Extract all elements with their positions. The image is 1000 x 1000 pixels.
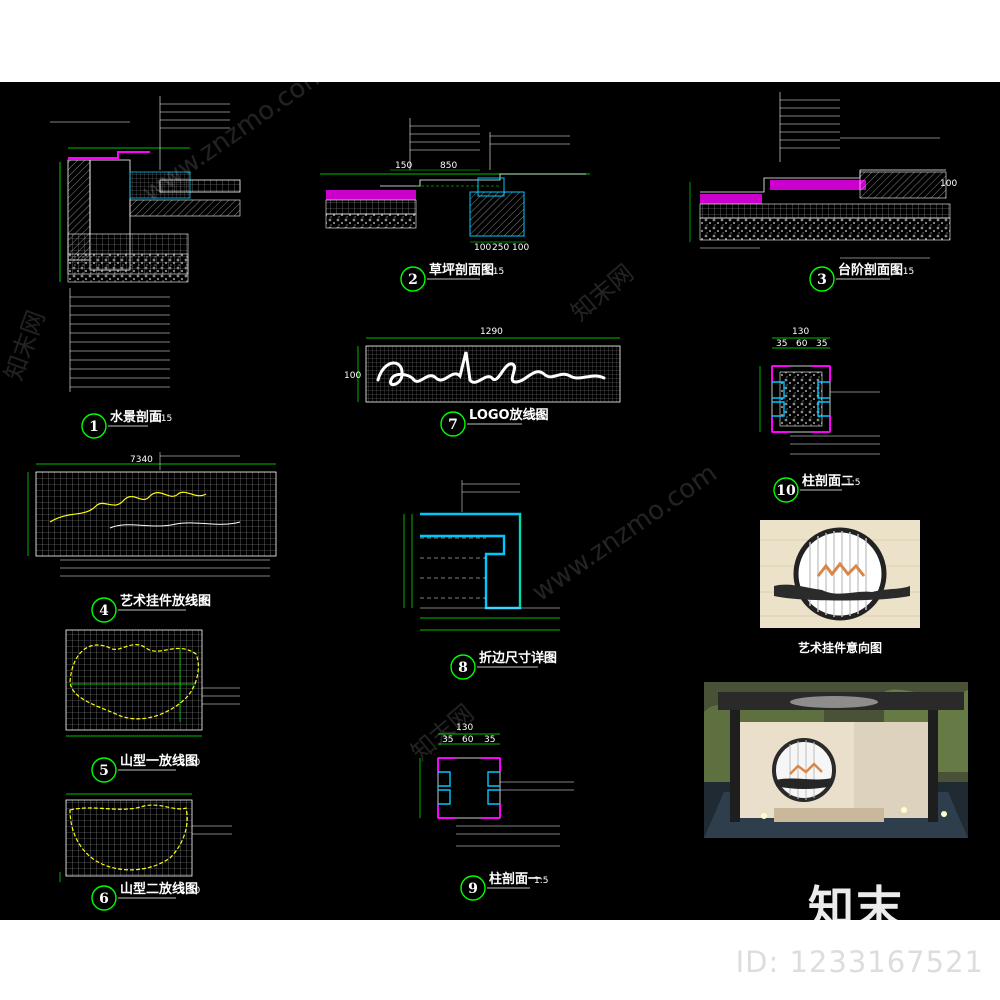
detail-5-mountain-one [65, 629, 240, 737]
detail-3-number: 3 [817, 272, 827, 288]
detail-1-scale: 1:15 [152, 414, 172, 424]
detail-6-scale: 1:30 [180, 886, 200, 896]
detail-1-title: 1 水景剖面 1:15 [81, 409, 172, 439]
detail-7-name: LOGO放线图 [469, 407, 549, 423]
logo-width-dim: 1290 [480, 327, 503, 337]
col1-width-dim: 130 [456, 723, 473, 733]
art-pendant-elevation-image [760, 520, 920, 628]
col1-seg-a: 35 [442, 735, 453, 745]
elevation-illustration [760, 520, 920, 628]
detail-3-section: 100 [689, 92, 957, 259]
detail-9-scale: 1:5 [534, 876, 548, 886]
detail-8-name: 折边尺寸详图 [479, 650, 557, 666]
render-illustration [704, 682, 968, 838]
cad-drawing: 1 水景剖面 1:15 [0, 82, 957, 911]
pavilion-render-image [704, 682, 968, 838]
detail-6-mountain-two [59, 793, 232, 882]
detail-6-name: 山型二放线图 [120, 881, 198, 897]
detail-5-scale: 1:30 [180, 758, 200, 768]
detail-5-title: 5 山型一放线图 1:30 [91, 753, 200, 783]
image-id-label: ID: 1233167521 [735, 945, 984, 979]
detail-6-title: 6 山型二放线图 1:30 [91, 881, 200, 911]
detail-2-scale: 1:15 [484, 267, 504, 277]
detail-2-number: 2 [408, 272, 418, 288]
col2-width-dim: 130 [792, 327, 809, 337]
detail-10-title: 10 柱剖面二 1:5 [773, 473, 860, 503]
detail-4-pendant: 7340 [27, 452, 277, 577]
detail-4-number: 4 [99, 603, 109, 619]
col1-seg-b: 60 [462, 735, 474, 745]
elevation-caption: 艺术挂件意向图 [798, 640, 882, 655]
detail-4-title: 4 艺术挂件放线图 1:30 [91, 593, 211, 623]
detail-3-scale: 1:15 [894, 267, 914, 277]
pendant-width-dim: 7340 [130, 455, 153, 465]
watermark-side-1: 知末网 [0, 307, 50, 384]
detail-2-name: 草坪剖面图 [429, 262, 494, 278]
watermark-url-2: www.znzmo.com [527, 458, 723, 608]
detail-5-name: 山型一放线图 [120, 753, 198, 769]
section-2-bottom-a: 100 [474, 243, 491, 253]
detail-7-title: 7 LOGO放线图 1:50 [440, 407, 549, 437]
detail-10-column: 130 35 60 35 [759, 327, 880, 455]
section-2-bottom-c: 100 [512, 243, 529, 253]
detail-4-scale: 1:30 [190, 598, 210, 608]
detail-10-scale: 1:5 [846, 478, 860, 488]
detail-3-title: 3 台阶剖面图 1:15 [809, 262, 914, 292]
section-2-bottom-b: 250 [492, 243, 509, 253]
detail-4-name: 艺术挂件放线图 [120, 593, 211, 609]
watermark-side-3: 知末网 [566, 259, 639, 327]
detail-1-number: 1 [89, 419, 99, 435]
detail-8-folded-edge [403, 480, 560, 631]
brand-watermark: 知末 [808, 881, 904, 935]
detail-7-number: 7 [448, 417, 458, 433]
col2-seg-a: 35 [776, 339, 787, 349]
detail-9-column: 130 35 60 35 [419, 723, 574, 847]
cad-sheet: 1 水景剖面 1:15 [0, 82, 1000, 935]
logo-height-dim: 100 [344, 371, 361, 381]
detail-7-scale: 1:50 [526, 412, 546, 422]
detail-9-number: 9 [468, 881, 478, 897]
detail-2-section: 150 850 100 250 100 [320, 118, 590, 253]
detail-9-title: 9 柱剖面一 1:5 [460, 871, 548, 901]
detail-8-title: 8 折边尺寸详图 1:5 [450, 650, 557, 680]
detail-10-number: 10 [776, 483, 796, 499]
detail-1-section [50, 96, 241, 392]
detail-9-name: 柱剖面一 [489, 871, 541, 887]
col2-seg-b: 60 [796, 339, 808, 349]
section-2-dim-a: 150 [395, 161, 412, 171]
detail-6-number: 6 [99, 891, 109, 907]
section-2-dim-b: 850 [440, 161, 457, 171]
detail-1-name: 水景剖面 [110, 409, 162, 425]
detail-10-name: 柱剖面二 [802, 473, 854, 489]
col1-seg-c: 35 [484, 735, 495, 745]
section-3-dim: 100 [940, 179, 957, 189]
col2-seg-c: 35 [816, 339, 827, 349]
detail-5-number: 5 [99, 763, 109, 779]
detail-2-title: 2 草坪剖面图 1:15 [400, 262, 504, 292]
detail-7-logo: 1290 100 [344, 327, 621, 403]
detail-3-name: 台阶剖面图 [838, 262, 903, 278]
detail-8-scale: 1:5 [542, 655, 556, 665]
detail-8-number: 8 [458, 660, 468, 676]
